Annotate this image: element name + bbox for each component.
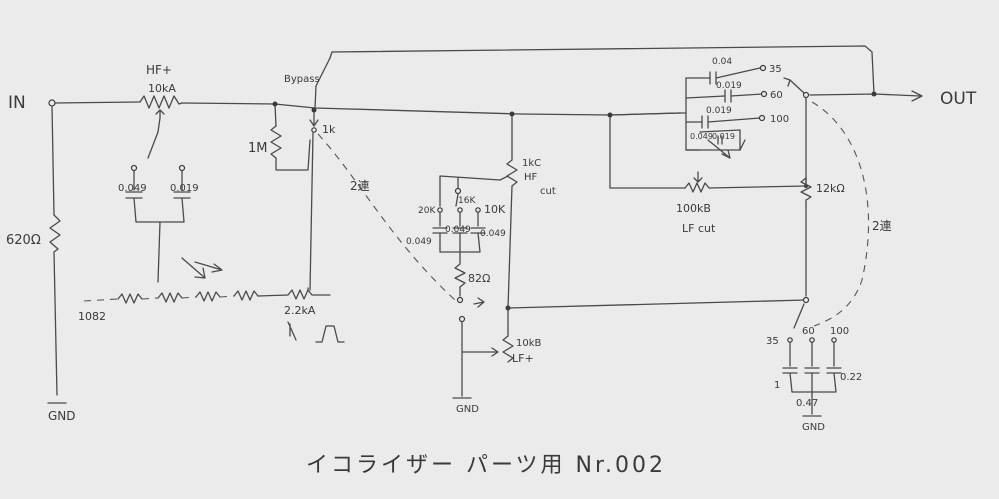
hf-cut-label-2: cut [540,186,556,197]
lf-cut-network [607,67,807,193]
r-16k-label: 16K [458,196,476,206]
hf-boost-pot-label: 10kA [148,82,176,95]
bypass-label: Bypass [284,74,320,85]
r-1082-label: 1082 [78,310,106,323]
sw-2-1-label: 2連 [350,179,370,193]
r-1m-label: 1M [248,141,268,156]
sw-35-label: 35 [769,64,782,75]
lf-boost-pot-label: 10kB [516,338,542,349]
r-12k-label: 12kΩ [816,182,845,195]
cap-3b-label: 0.019 [716,81,742,91]
input-label: IN [8,93,26,113]
gnd-mid-label: GND [456,404,479,415]
lf-boost-switch [782,296,842,417]
bypass-switch [314,45,877,109]
cap-4a-label: 1 [774,380,780,391]
hf-cut-switch [432,175,501,308]
lf-cut-label: LF cut [682,222,716,235]
cap-2a-label: 0.049 [406,237,432,247]
arrow-2 [194,261,223,273]
sw-60-label: 60 [770,90,783,101]
sw-100-label: 100 [770,114,789,125]
sw2-35-label: 35 [766,336,779,347]
cap-4c-label: 0.22 [840,372,862,383]
input-terminal [48,99,56,107]
cap-1a-label: 0.049 [118,183,147,194]
sw2-100-label: 100 [830,326,849,337]
lf-boost-pot [452,307,514,399]
gnd-left-label: GND [48,409,76,423]
lf-boost-label: LF+ [512,352,534,365]
r-82-label: 82Ω [468,272,490,285]
output-label: OUT [940,89,977,109]
cap-3d-label: 0.049 [690,132,713,141]
sw-1k-label: 1k [322,123,336,136]
cap-3c-label: 0.019 [706,106,732,116]
gnd-right-label: GND [802,422,825,433]
arrow-1 [181,257,206,279]
r-12k [800,177,812,297]
cap-3e-label: 0.019 [712,132,735,141]
lf-cut-pot-label: 100kB [676,202,711,215]
r-input-label: 620Ω [6,233,41,248]
r-1m [270,103,311,171]
hf-boost-label: HF+ [146,63,172,77]
left-ground-rail [47,105,67,404]
pulse-mark [315,325,345,343]
lambda-mark [287,321,297,341]
sw-1k [309,111,319,291]
bottom-bus [507,299,807,309]
cap-3a-label: 0.04 [712,57,732,67]
cap-2c-label: 0.049 [480,229,506,239]
cap-4b-label: 0.47 [796,398,818,409]
lf-cut-switch [783,77,810,188]
hf-cut-pot [499,113,518,309]
r-10k-label: 10K [484,203,506,216]
main-signal-line [54,90,923,116]
sw2-60-label: 60 [802,326,815,337]
cap-1b-label: 0.019 [170,183,199,194]
r-20k-label: 20K [418,206,436,216]
hf-boost-pot [139,95,183,119]
cap-2b-label: 0.049 [445,225,471,235]
sheet-title: イコライザー パーツ用 Nr.002 [306,453,666,478]
sw-2-2-label: 2連 [872,219,892,233]
gang-link-2 [811,101,870,327]
resistor-chain [83,287,331,304]
hf-cut-label: HF [524,172,538,183]
gang-link-1 [317,133,456,301]
hf-cut-pot-label: 1kC [522,158,541,169]
pot-22k-label: 2.2kA [284,304,316,317]
hf-boost-switch [125,117,191,283]
